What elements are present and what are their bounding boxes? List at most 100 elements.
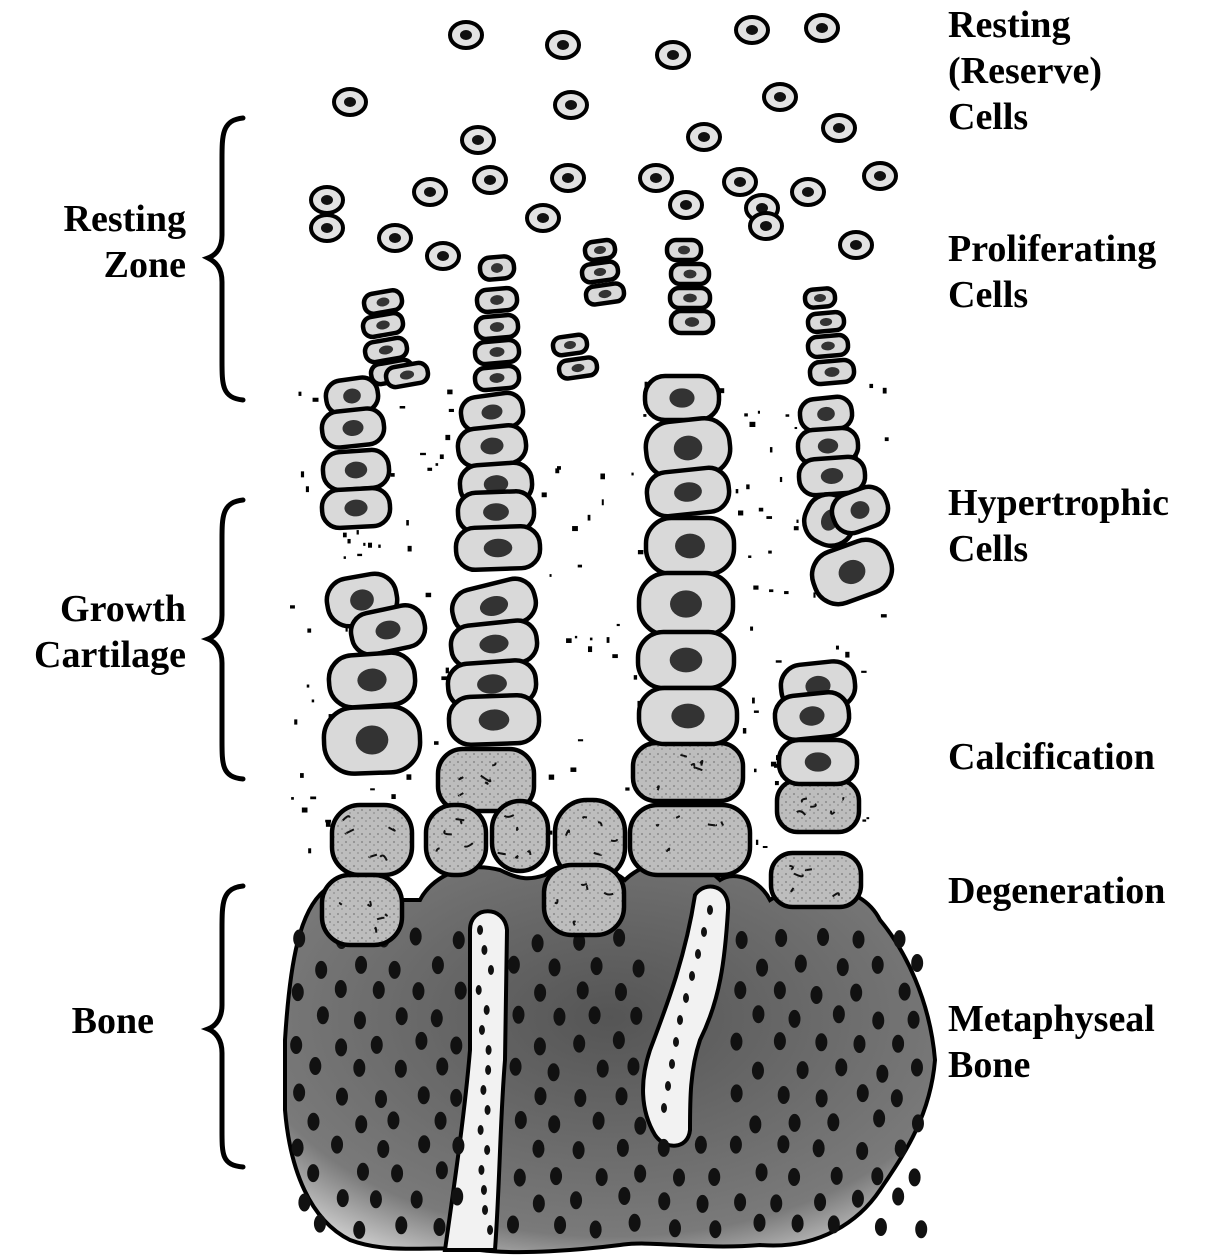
proliferating-cell xyxy=(581,261,619,284)
bone-lacuna xyxy=(633,959,645,977)
canal-cell xyxy=(485,1065,491,1075)
bone-lacuna xyxy=(893,930,905,948)
label-growth-cartilage-line2: Cartilage xyxy=(20,632,186,678)
resting-cell-nucleus xyxy=(774,92,786,102)
resting-cell-nucleus xyxy=(537,213,549,223)
canal-cell xyxy=(481,945,487,955)
resting-cell-nucleus xyxy=(565,100,577,110)
matrix-dot xyxy=(436,463,439,466)
degenerating-cell xyxy=(426,805,486,875)
bone-lacuna xyxy=(853,931,865,949)
resting-cell xyxy=(527,205,559,231)
proliferating-cell xyxy=(671,311,713,333)
bone-lacuna xyxy=(354,1011,366,1029)
proliferating-cell-nucleus xyxy=(685,317,699,327)
matrix-dot xyxy=(344,556,346,559)
label-bone-line1: Bone xyxy=(40,998,154,1044)
degenerating-cell-body xyxy=(771,853,861,907)
label-resting-reserve-line2: (Reserve) xyxy=(948,48,1102,94)
hypertrophic-cell xyxy=(638,632,734,688)
matrix-dot xyxy=(294,719,297,724)
bone-lacuna xyxy=(515,1111,527,1129)
degenerating-cell-body xyxy=(492,801,548,871)
bone-lacuna xyxy=(431,1009,443,1027)
bone-lacuna xyxy=(508,956,520,974)
canal-cell xyxy=(480,1085,486,1095)
degenerating-cell-body xyxy=(544,865,624,935)
matrix-dot xyxy=(768,551,772,554)
degenerating-cell-body xyxy=(322,875,402,945)
bone-lacuna xyxy=(753,1214,765,1232)
bone-lacuna xyxy=(730,1033,742,1051)
hypertrophic-cell xyxy=(327,651,416,709)
resting-cell xyxy=(552,165,584,191)
bone-lacuna xyxy=(618,1187,630,1205)
degenerating-cell xyxy=(492,801,548,871)
matrix-dot xyxy=(753,585,758,589)
resting-cell-nucleus xyxy=(816,23,828,33)
resting-cell-nucleus xyxy=(850,240,862,250)
label-metaphyseal-line2: Bone xyxy=(948,1042,1155,1088)
proliferating-cell-nucleus xyxy=(684,270,697,279)
resting-cell-nucleus xyxy=(557,40,569,50)
bone-lacuna xyxy=(418,1135,430,1153)
proliferating-cell xyxy=(385,362,430,389)
degenerating-cell xyxy=(322,875,402,945)
matrix-dot xyxy=(447,390,452,395)
degenerating-cell-debris xyxy=(516,856,518,858)
bone-lacuna xyxy=(452,1137,464,1155)
bone-lacuna xyxy=(852,1190,864,1208)
matrix-dot xyxy=(363,543,365,546)
matrix-dot xyxy=(445,435,450,440)
label-resting-zone-line2: Zone xyxy=(40,242,186,288)
resting-cell-nucleus xyxy=(424,187,436,197)
bone-lacuna xyxy=(774,1032,786,1050)
matrix-dot xyxy=(300,773,304,778)
proliferating-cell xyxy=(475,314,519,340)
bone-lacuna xyxy=(774,981,786,999)
bone-lacuna xyxy=(891,1089,903,1107)
label-hypertrophic-cells: Hypertrophic Cells xyxy=(948,480,1169,572)
canal-cell xyxy=(481,1185,487,1195)
matrix-dot xyxy=(794,526,799,530)
bone-lacuna xyxy=(734,1193,746,1211)
bone-lacuna xyxy=(875,1218,887,1236)
bone-lacuna xyxy=(331,1136,343,1154)
bone-lacuna xyxy=(415,1032,427,1050)
label-proliferating-line1: Proliferating xyxy=(948,226,1156,272)
matrix-dot xyxy=(638,550,643,554)
resting-cell xyxy=(750,213,782,239)
bone-lacuna xyxy=(815,1033,827,1051)
hypertrophic-cell xyxy=(645,376,719,420)
matrix-dot xyxy=(368,543,372,548)
matrix-dot xyxy=(885,437,889,441)
bone-lacuna xyxy=(615,983,627,1001)
bone-lacuna xyxy=(909,1168,921,1186)
hypertrophic-cell-nucleus xyxy=(670,648,703,673)
degenerating-cell xyxy=(544,865,624,935)
resting-cell xyxy=(414,179,446,205)
matrix-dot xyxy=(590,638,593,641)
hypertrophic-cell xyxy=(322,449,390,492)
matrix-dot xyxy=(426,593,432,597)
canal-cell xyxy=(673,1037,679,1047)
resting-cell-nucleus xyxy=(321,195,333,205)
hypertrophic-cell xyxy=(320,407,385,449)
canal-cell xyxy=(478,1165,484,1175)
matrix-dot xyxy=(302,808,308,813)
bone-lacuna xyxy=(591,957,603,975)
label-proliferating-line2: Cells xyxy=(948,272,1156,318)
matrix-dot xyxy=(744,413,748,416)
bone-lacuna xyxy=(550,1167,562,1185)
bone-lacuna xyxy=(355,956,367,974)
bone-lacuna xyxy=(856,1142,868,1160)
bone-lacuna xyxy=(357,1163,369,1181)
matrix-dot xyxy=(750,627,753,631)
matrix-dot xyxy=(299,392,302,396)
bone-lacuna xyxy=(532,934,544,952)
label-metaphyseal-bone: Metaphyseal Bone xyxy=(948,996,1155,1088)
matrix-dot xyxy=(347,539,350,543)
matrix-dot xyxy=(312,699,314,702)
matrix-dot xyxy=(861,671,866,673)
bone-lacuna xyxy=(548,1063,560,1081)
